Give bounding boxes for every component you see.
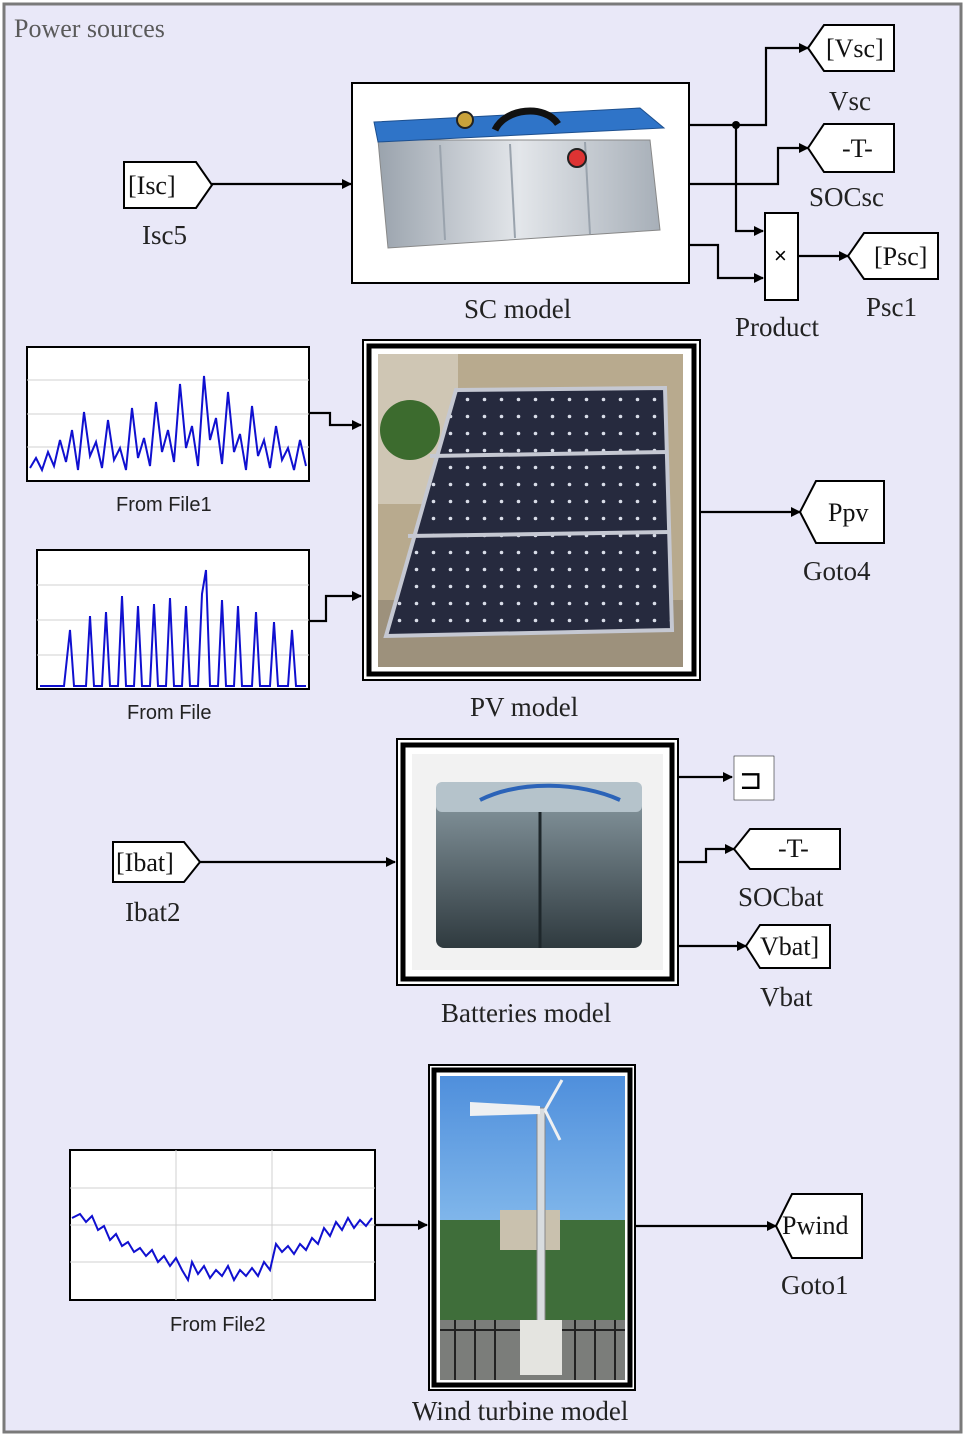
svg-text:Pwind: Pwind xyxy=(782,1211,848,1240)
goto-tag-vsc-label: Vsc xyxy=(829,86,871,116)
product-label: Product xyxy=(735,312,819,342)
goto-tag-psc-label: Psc1 xyxy=(866,292,917,322)
wind-turbine-model-block[interactable] xyxy=(428,1064,636,1391)
goto-tag-socsc[interactable]: -T- xyxy=(806,123,895,173)
wind-turbine-image xyxy=(440,1076,625,1380)
svg-text:-T-: -T- xyxy=(842,134,873,163)
goto-tag-psc[interactable]: [Psc] xyxy=(846,232,939,280)
subsystem-title: Power sources xyxy=(14,14,165,43)
svg-text:[Isc]: [Isc] xyxy=(128,171,176,200)
from-file-label: From File xyxy=(127,702,211,724)
wire-bat-socbat xyxy=(678,844,735,864)
wire-fromfile1-to-pv xyxy=(310,411,362,430)
goto-tag-socbat-label: SOCbat xyxy=(738,882,824,912)
svg-text:[Psc]: [Psc] xyxy=(874,242,927,271)
wire-sc-vsc xyxy=(689,43,809,127)
sc-model-block[interactable] xyxy=(351,82,690,284)
solar-panel-image xyxy=(378,354,683,667)
from-tag-ibat-label: Ibat2 xyxy=(125,897,180,927)
svg-text:⊐: ⊐ xyxy=(739,763,762,796)
goto-tag-ppv[interactable]: Ppv xyxy=(798,480,885,544)
goto-tag-vbat[interactable]: Vbat] xyxy=(744,924,831,969)
from-tag-isc-label: Isc5 xyxy=(142,220,187,250)
sc-model-label: SC model xyxy=(464,294,571,324)
from-file1-label: From File1 xyxy=(116,494,212,516)
from-file2-label: From File2 xyxy=(170,1314,266,1336)
svg-text:Ppv: Ppv xyxy=(828,498,868,527)
svg-text:[Ibat]: [Ibat] xyxy=(116,848,174,877)
pv-model-label: PV model xyxy=(470,692,578,722)
goto-tag-socbat[interactable]: -T- xyxy=(732,828,841,870)
pv-model-block[interactable] xyxy=(362,339,701,681)
goto-tag-ppv-label: Goto4 xyxy=(803,556,871,586)
from-tag-isc[interactable]: [Isc] xyxy=(123,161,214,209)
from-file-scope[interactable] xyxy=(36,549,310,690)
goto-tag-vbat-label: Vbat xyxy=(760,982,813,1012)
goto-tag-pwind[interactable]: Pwind xyxy=(774,1193,863,1259)
wire-vsc-to-product xyxy=(734,125,764,236)
svg-text:Vbat]: Vbat] xyxy=(760,932,819,961)
goto-tag-vsc[interactable]: [Vsc] xyxy=(806,24,895,72)
batteries-model-block[interactable] xyxy=(396,738,679,986)
wind-turbine-model-label: Wind turbine model xyxy=(412,1396,628,1426)
batteries-model-label: Batteries model xyxy=(441,998,611,1028)
product-block[interactable]: × xyxy=(764,212,799,301)
signal-trace xyxy=(29,375,307,473)
wire-sc-to-product xyxy=(689,243,764,283)
from-tag-ibat[interactable]: [Ibat] xyxy=(112,841,202,883)
from-file1-scope[interactable] xyxy=(26,346,310,482)
from-file2-scope[interactable] xyxy=(69,1149,376,1301)
supercapacitor-image xyxy=(373,107,666,249)
wire-fromfile-to-pv xyxy=(310,591,362,623)
terminator-block[interactable]: ⊐ xyxy=(733,755,775,801)
battery-image xyxy=(412,754,663,970)
goto-tag-socsc-label: SOCsc xyxy=(809,182,884,212)
signal-trace xyxy=(40,569,306,687)
svg-text:[Vsc]: [Vsc] xyxy=(826,34,884,63)
svg-text:×: × xyxy=(774,243,787,268)
svg-text:-T-: -T- xyxy=(778,834,809,863)
goto-tag-pwind-label: Goto1 xyxy=(781,1270,849,1300)
wire-sc-socsc xyxy=(689,143,809,186)
signal-trace xyxy=(71,1212,373,1283)
